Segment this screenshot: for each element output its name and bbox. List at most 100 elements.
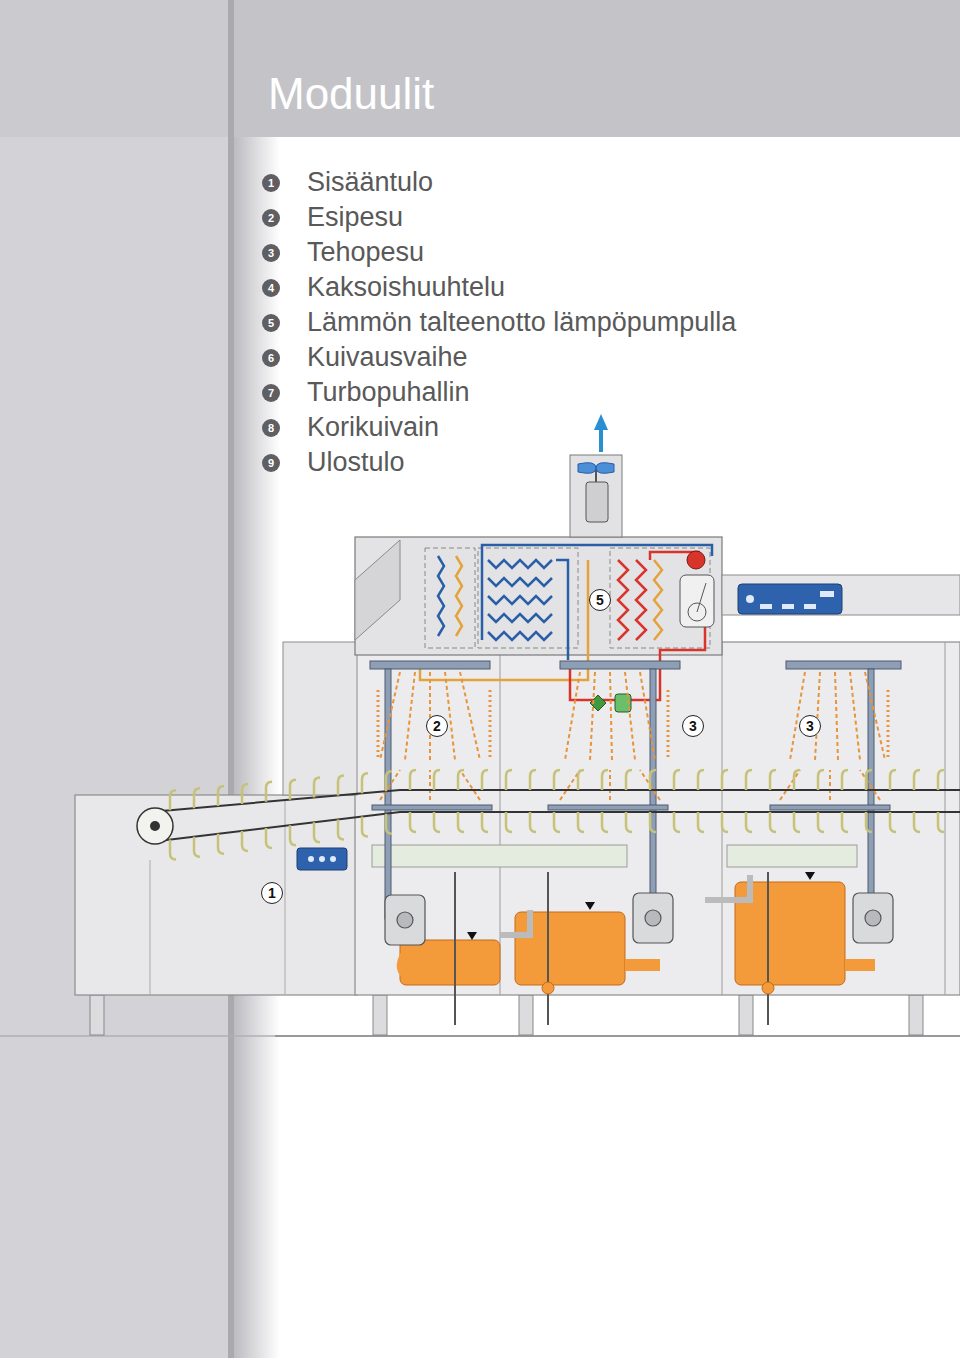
lower-spray-arm: [548, 805, 668, 810]
wash-housing: [355, 642, 960, 995]
side-edge: [228, 0, 234, 1358]
conveyor-finger: [506, 770, 512, 790]
conveyor-finger: [938, 770, 944, 790]
conveyor-finger: [194, 788, 200, 808]
dashed-module: [425, 548, 475, 648]
conveyor-finger: [866, 812, 872, 832]
list-number: 5: [262, 314, 280, 332]
conveyor-finger: [890, 770, 896, 790]
page-title: Moduulit: [268, 70, 434, 118]
side-shadow: [232, 137, 280, 1358]
conveyor-finger: [362, 817, 368, 837]
coil: [456, 556, 462, 636]
callout-number: 2: [426, 715, 448, 737]
conveyor-finger: [290, 825, 296, 845]
conveyor-finger: [506, 812, 512, 832]
brush: [667, 690, 670, 760]
coil: [438, 556, 444, 636]
conveyor-finger: [410, 770, 416, 790]
conveyor-finger: [602, 770, 608, 790]
conveyor-finger: [386, 771, 392, 791]
heat-exchanger-coils: [438, 556, 662, 640]
leg: [90, 995, 104, 1035]
machine-legs: [90, 995, 923, 1035]
conveyor-chain: [150, 790, 960, 812]
brush: [887, 690, 890, 760]
overflow-pipe: [500, 910, 530, 935]
conveyor-finger: [338, 819, 344, 839]
conveyor-finger: [266, 828, 272, 848]
conveyor-finger: [338, 775, 344, 795]
floor-line: [0, 1035, 275, 1037]
display: [820, 591, 834, 597]
curtain-brushes: [378, 690, 888, 760]
button: [760, 604, 772, 609]
inlet-housing: [75, 795, 357, 995]
conveyor-finger: [410, 812, 416, 832]
pump-hub: [397, 912, 413, 928]
module-name: Esipesu: [307, 203, 403, 233]
list-number: 3: [262, 244, 280, 262]
conveyor-finger: [554, 770, 560, 790]
list-number: 4: [262, 279, 280, 297]
conveyor-finger: [722, 812, 728, 832]
compressor: [680, 575, 714, 627]
conveyor-finger: [842, 812, 848, 832]
conveyor-finger: [314, 822, 320, 842]
fan-housing: [570, 455, 622, 537]
list-number: 6: [262, 349, 280, 367]
conveyor-finger: [770, 770, 776, 790]
conveyor-finger: [794, 812, 800, 832]
pump-motor: [385, 895, 425, 945]
button: [319, 856, 325, 862]
wash-tanks: [400, 872, 875, 1025]
leg: [909, 995, 923, 1035]
leg: [739, 995, 753, 1035]
side-band: [0, 137, 232, 1358]
pumps: [385, 893, 893, 945]
callout-number: 3: [682, 715, 704, 737]
pump-motor: [633, 893, 673, 943]
conveyor-finger: [938, 812, 944, 832]
heat-recovery-hood: [355, 537, 722, 655]
lower-spray-arm: [770, 805, 890, 810]
conveyor-finger: [530, 812, 536, 832]
conveyor-finger: [674, 770, 680, 790]
header-band: [0, 0, 960, 137]
conveyor-fingers: [170, 770, 944, 860]
drain-rod: [547, 872, 549, 1025]
button: [746, 595, 754, 603]
spray-jet: [565, 672, 655, 760]
compressor-receiver: [687, 551, 705, 569]
lower-spray-arm: [372, 805, 492, 810]
drain-rod: [767, 872, 769, 1025]
conveyor-sprocket: [137, 808, 173, 844]
spray-arm: [786, 661, 901, 669]
brush: [377, 690, 380, 760]
conveyor-finger: [242, 831, 248, 851]
list-number: 8: [262, 419, 280, 437]
conveyor-finger: [626, 770, 632, 790]
button: [804, 604, 816, 609]
conveyor-finger: [842, 770, 848, 790]
conveyor-finger: [170, 790, 176, 810]
conveyor-finger: [314, 778, 320, 798]
compressor-rod: [697, 583, 706, 612]
spray-jets: [380, 672, 885, 800]
control-panel: [738, 584, 842, 614]
dashed-module: [478, 548, 578, 648]
sprocket-hub: [150, 821, 160, 831]
coil: [488, 632, 552, 640]
conveyor-finger: [890, 812, 896, 832]
prewash-hood: [283, 642, 357, 795]
conveyor-finger: [362, 773, 368, 793]
module-name: Tehopesu: [307, 238, 424, 268]
conveyor: [137, 770, 960, 860]
conveyor-finger: [266, 782, 272, 802]
coil: [488, 614, 552, 622]
tank-pipe: [845, 959, 875, 971]
conveyor-finger: [242, 784, 248, 804]
module-seam: [500, 642, 501, 995]
